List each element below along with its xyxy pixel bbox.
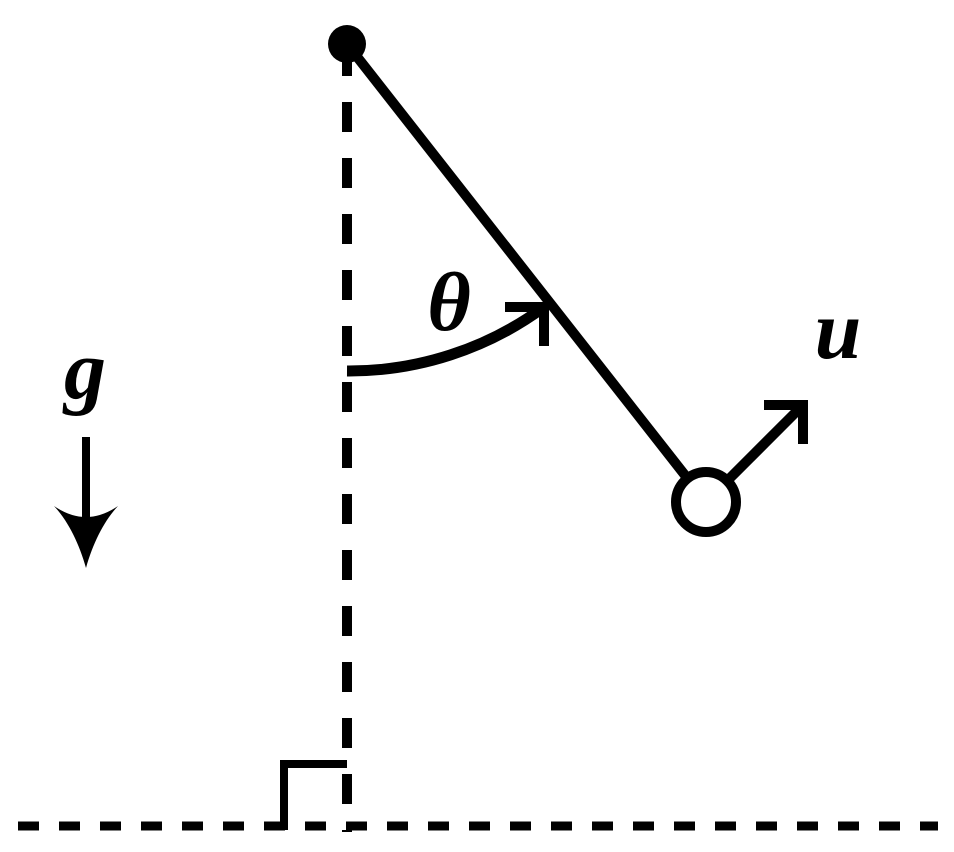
velocity-label: u xyxy=(815,284,862,377)
pendulum-rod xyxy=(343,40,710,506)
pendulum-bob xyxy=(671,467,741,537)
right-angle-marker xyxy=(280,760,347,830)
angle-arrowhead-icon xyxy=(505,302,549,346)
velocity-arrowhead-icon xyxy=(764,400,808,444)
gravity-label: g xyxy=(62,324,106,417)
angle-arc-arrow xyxy=(346,302,549,377)
pivot-point xyxy=(328,25,366,63)
gravity-arrowhead-icon xyxy=(54,506,118,568)
gravity-arrow xyxy=(54,437,118,568)
angle-label: θ xyxy=(427,256,471,349)
angle-arc xyxy=(346,302,548,377)
